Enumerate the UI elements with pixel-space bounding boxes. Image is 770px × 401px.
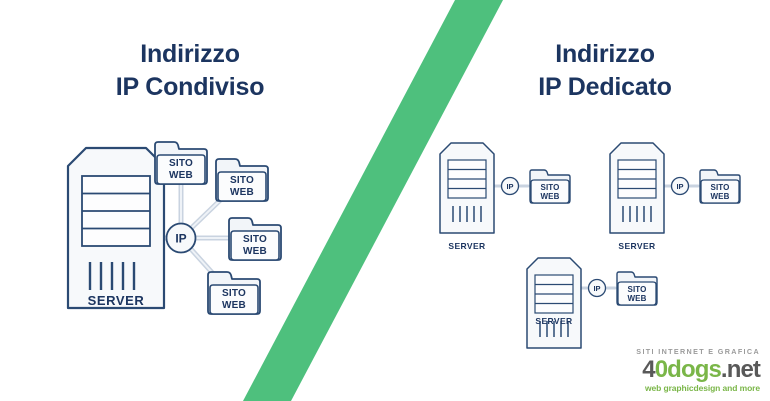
right-unit-1-site-line1: SITO: [541, 183, 560, 192]
logo-word-part1: 4: [642, 356, 655, 383]
left-site-1-line1: SITO: [169, 158, 193, 169]
right-unit-2-ip-circle: [670, 176, 690, 196]
right-unit-1-site-node: SITO WEB: [529, 169, 571, 204]
right-unit-1-server-icon: [439, 142, 495, 234]
logo-word-part2: 0dogs: [654, 356, 722, 383]
right-unit-1-ip-circle: [500, 176, 520, 196]
left-site-node-1: SITO WEB: [154, 141, 208, 185]
brand-logo[interactable]: SITI INTERNET E GRAFICA 40dogs.net web g…: [600, 347, 761, 393]
right-unit-2-site-node: SITO WEB: [699, 169, 741, 204]
left-ip-hub-label: IP: [175, 232, 186, 246]
left-site-node-4: SITO WEB: [207, 271, 261, 315]
right-unit-1: SERVER IP SITO WEB: [439, 142, 571, 251]
logo-kicker-text: SITI INTERNET E GRAFICA: [636, 347, 760, 356]
right-unit-2-server-label: SERVER: [618, 241, 655, 251]
left-diagram-shared-ip: SERVER SITO WEB SITO WEB SITO WEB: [66, 141, 282, 315]
logo-word-part3: .net: [720, 356, 761, 383]
left-site-node-2: SITO WEB: [215, 158, 269, 202]
right-unit-1-site-line2: WEB: [541, 192, 560, 201]
right-unit-2-server-icon: [609, 142, 665, 234]
left-site-2-line1: SITO: [230, 175, 254, 186]
left-site-4-line1: SITO: [222, 288, 246, 299]
right-unit-3: SERVER IP SITO WEB: [526, 257, 658, 349]
right-unit-2-ip-label: IP: [676, 182, 683, 191]
left-site-1-line2: WEB: [169, 170, 193, 181]
left-site-4-line2: WEB: [222, 300, 246, 311]
right-unit-2-site-line1: SITO: [711, 183, 730, 192]
right-unit-3-ip-label: IP: [593, 284, 600, 293]
left-site-3-line2: WEB: [243, 246, 267, 257]
left-site-3-line1: SITO: [243, 234, 267, 245]
logo-wordmark: 40dogs.net: [600, 356, 761, 383]
left-server-icon: [66, 146, 166, 310]
right-unit-3-ip-circle: [587, 278, 607, 298]
right-unit-3-server-icon: [526, 257, 582, 349]
left-site-2-line2: WEB: [230, 187, 254, 198]
right-unit-2: SERVER IP SITO WEB: [609, 142, 741, 251]
right-unit-3-site-node: SITO WEB: [616, 271, 658, 306]
right-unit-1-ip-label: IP: [506, 182, 513, 191]
right-diagram-dedicated-ip: SERVER IP SITO WEB SERVER: [439, 142, 741, 349]
left-ip-hub: IP: [165, 222, 197, 254]
right-panel-title: Indirizzo IP Dedicato: [538, 40, 672, 101]
left-panel-title: Indirizzo IP Condiviso: [115, 40, 265, 101]
right-unit-3-site-line2: WEB: [628, 294, 647, 303]
right-unit-2-site-line2: WEB: [711, 192, 730, 201]
left-site-node-3: SITO WEB: [228, 217, 282, 261]
right-unit-1-server-label: SERVER: [448, 241, 485, 251]
right-unit-3-server-label: SERVER: [535, 316, 572, 326]
left-server-label: SERVER: [88, 293, 145, 308]
logo-tagline: web graphicdesign and more: [644, 383, 760, 393]
right-unit-3-site-line1: SITO: [628, 285, 647, 294]
